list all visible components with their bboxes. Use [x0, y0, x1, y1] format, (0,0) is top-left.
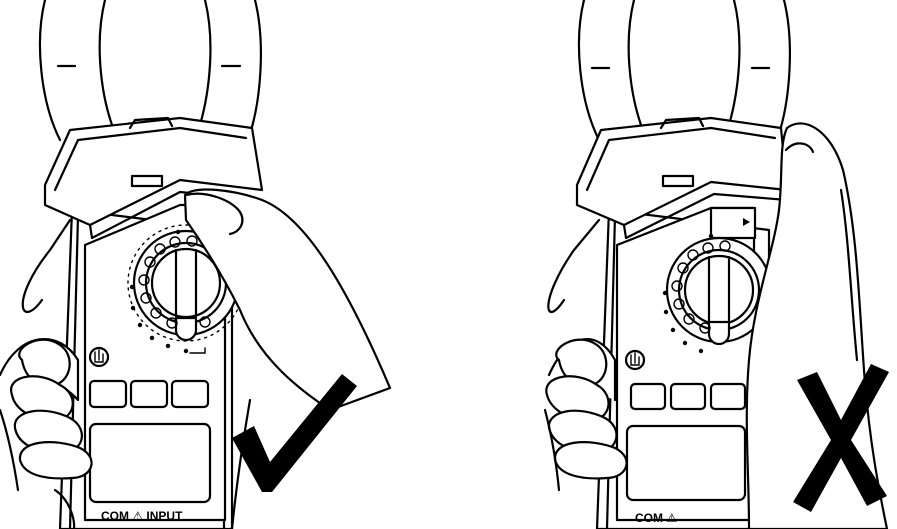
hand-guard-icon — [624, 349, 646, 371]
clamp-jaw — [38, 0, 262, 142]
clamp-meter-drawing-incorrect: COM ⚠ — [543, 0, 889, 529]
hand-guard-icon — [88, 346, 110, 368]
indicator-window — [709, 206, 757, 240]
button-row — [88, 379, 210, 409]
display-window — [88, 422, 212, 504]
meter-head — [43, 116, 264, 240]
clamp-meter-drawing-correct: COM ⚠ INPUT — [0, 0, 392, 529]
correct-grip-illustration: COM ⚠ INPUT — [0, 0, 448, 529]
terminal-label: COM ⚠ INPUT — [101, 509, 183, 523]
holding-hand — [543, 338, 628, 492]
button-1 — [88, 379, 128, 409]
incorrect-grip-illustration: COM ⚠ — [449, 0, 897, 529]
button-3 — [170, 379, 210, 409]
clamp-jaw — [577, 0, 791, 142]
rotary-dial — [662, 233, 773, 354]
holding-hand — [0, 338, 93, 529]
checkmark-icon — [232, 374, 357, 492]
cross-icon — [793, 364, 889, 512]
display-window — [625, 424, 747, 502]
button-2 — [129, 379, 169, 409]
button-row — [629, 382, 747, 411]
terminal-label: COM ⚠ — [635, 511, 677, 525]
